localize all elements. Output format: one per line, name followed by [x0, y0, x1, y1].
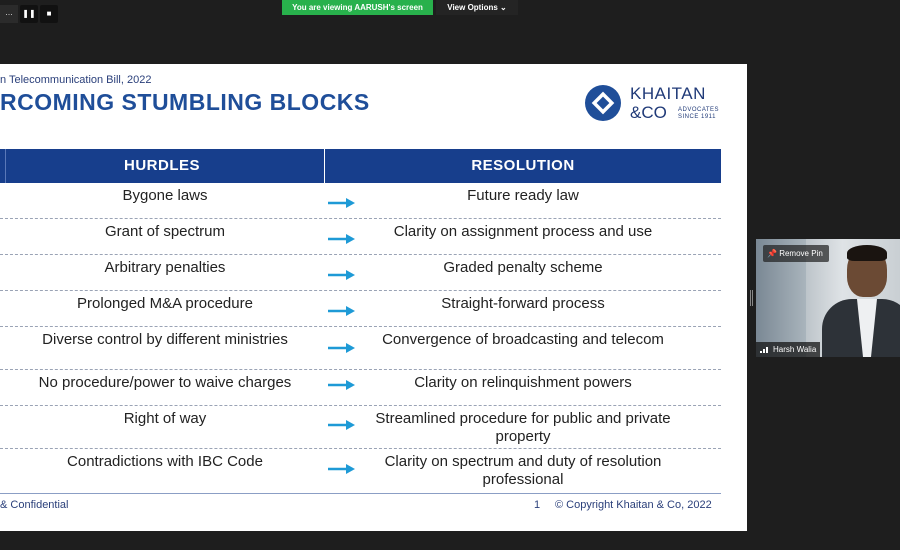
- remove-pin-button[interactable]: 📌 Remove Pin: [763, 245, 829, 262]
- viewing-screen-banner: You are viewing AARUSH's screen: [282, 0, 433, 15]
- shared-slide: n Telecommunication Bill, 2022 RCOMING S…: [0, 64, 747, 531]
- resolution-cell: Straight-forward process: [441, 295, 605, 312]
- participant-name: Harsh Walia: [773, 345, 817, 354]
- logo-tagline: ADVOCATES SINCE 1911: [678, 107, 719, 121]
- hurdle-cell: No procedure/power to waive charges: [38, 374, 292, 391]
- remove-pin-label: Remove Pin: [779, 249, 823, 258]
- header-stub: [0, 149, 6, 183]
- resolution-cell: Graded penalty scheme: [443, 259, 603, 276]
- hurdle-cell: Contradictions with IBC Code: [67, 453, 263, 470]
- khaitan-logo: KHAITAN &CO ADVOCATES SINCE 1911: [584, 83, 724, 125]
- hurdle-cell: Prolonged M&A procedure: [77, 295, 253, 312]
- table-row: Diverse control by different ministries …: [0, 327, 721, 370]
- chevron-down-icon: ⌄: [500, 3, 507, 12]
- arrow-right-icon: [328, 420, 355, 430]
- slide-subtitle: n Telecommunication Bill, 2022: [0, 74, 152, 86]
- resize-handle[interactable]: [750, 290, 753, 306]
- signal-strength-icon: [760, 347, 768, 353]
- hurdle-cell: Right of way: [123, 410, 207, 427]
- arrow-right-icon: [328, 380, 355, 390]
- logo-mark-icon: [585, 85, 621, 121]
- view-options-button[interactable]: View Options ⌄: [436, 0, 518, 15]
- table-row: No procedure/power to waive charges Clar…: [0, 370, 721, 406]
- pin-icon: 📌: [767, 249, 777, 258]
- participant-name-tag: Harsh Walia: [756, 342, 821, 357]
- arrow-right-icon: [328, 464, 355, 474]
- resolution-cell: Clarity on relinquishment powers: [414, 374, 632, 391]
- footer-page-number: 1: [534, 499, 541, 511]
- table-row: Bygone laws Future ready law: [0, 183, 721, 219]
- hurdle-cell: Arbitrary penalties: [104, 259, 226, 276]
- logo-name: KHAITAN: [630, 84, 706, 103]
- header-hurdles: HURDLES: [0, 149, 324, 183]
- floating-controls: ... ❚❚ ■: [0, 5, 60, 23]
- logo-tagline-line1: ADVOCATES: [678, 107, 720, 113]
- arrow-right-icon: [328, 198, 355, 208]
- hurdle-cell: Bygone laws: [122, 187, 208, 204]
- hurdle-cell: Diverse control by different ministries: [42, 331, 288, 348]
- person-hair: [847, 245, 887, 261]
- table-row: Grant of spectrum Clarity on assignment …: [0, 219, 721, 255]
- more-menu-icon[interactable]: ...: [0, 5, 18, 23]
- arrow-right-icon: [328, 234, 355, 244]
- table-row: Prolonged M&A procedure Straight-forward…: [0, 291, 721, 327]
- resolution-cell: Streamlined procedure for public and pri…: [375, 410, 671, 445]
- resolution-cell: Convergence of broadcasting and telecom: [382, 331, 664, 348]
- table-row: Right of way Streamlined procedure for p…: [0, 406, 721, 449]
- header-resolution: RESOLUTION: [325, 149, 721, 183]
- participant-video-tile[interactable]: 📌 Remove Pin Harsh Walia: [756, 239, 900, 357]
- arrow-right-icon: [328, 270, 355, 280]
- logo-co: &CO: [630, 103, 667, 122]
- resolution-cell: Clarity on assignment process and use: [393, 223, 653, 240]
- slide-title: RCOMING STUMBLING BLOCKS: [0, 89, 370, 115]
- resolution-cell: Clarity on spectrum and duty of resoluti…: [384, 453, 662, 488]
- stop-share-icon[interactable]: ■: [40, 5, 58, 23]
- hurdle-cell: Grant of spectrum: [104, 223, 226, 240]
- footer-divider: [0, 493, 721, 494]
- arrow-right-icon: [328, 343, 355, 353]
- resolution-cell: Future ready law: [467, 187, 579, 204]
- table-row: Contradictions with IBC Code Clarity on …: [0, 449, 721, 493]
- footer-copyright: © Copyright Khaitan & Co, 2022: [555, 499, 712, 511]
- view-options-label: View Options: [447, 3, 498, 12]
- table-row: Arbitrary penalties Graded penalty schem…: [0, 255, 721, 291]
- logo-tagline-line2: SINCE 1911: [678, 114, 716, 120]
- arrow-right-icon: [328, 306, 355, 316]
- footer-confidential: & Confidential: [0, 499, 69, 511]
- pause-share-icon[interactable]: ❚❚: [20, 5, 38, 23]
- person-shirt: [857, 299, 877, 357]
